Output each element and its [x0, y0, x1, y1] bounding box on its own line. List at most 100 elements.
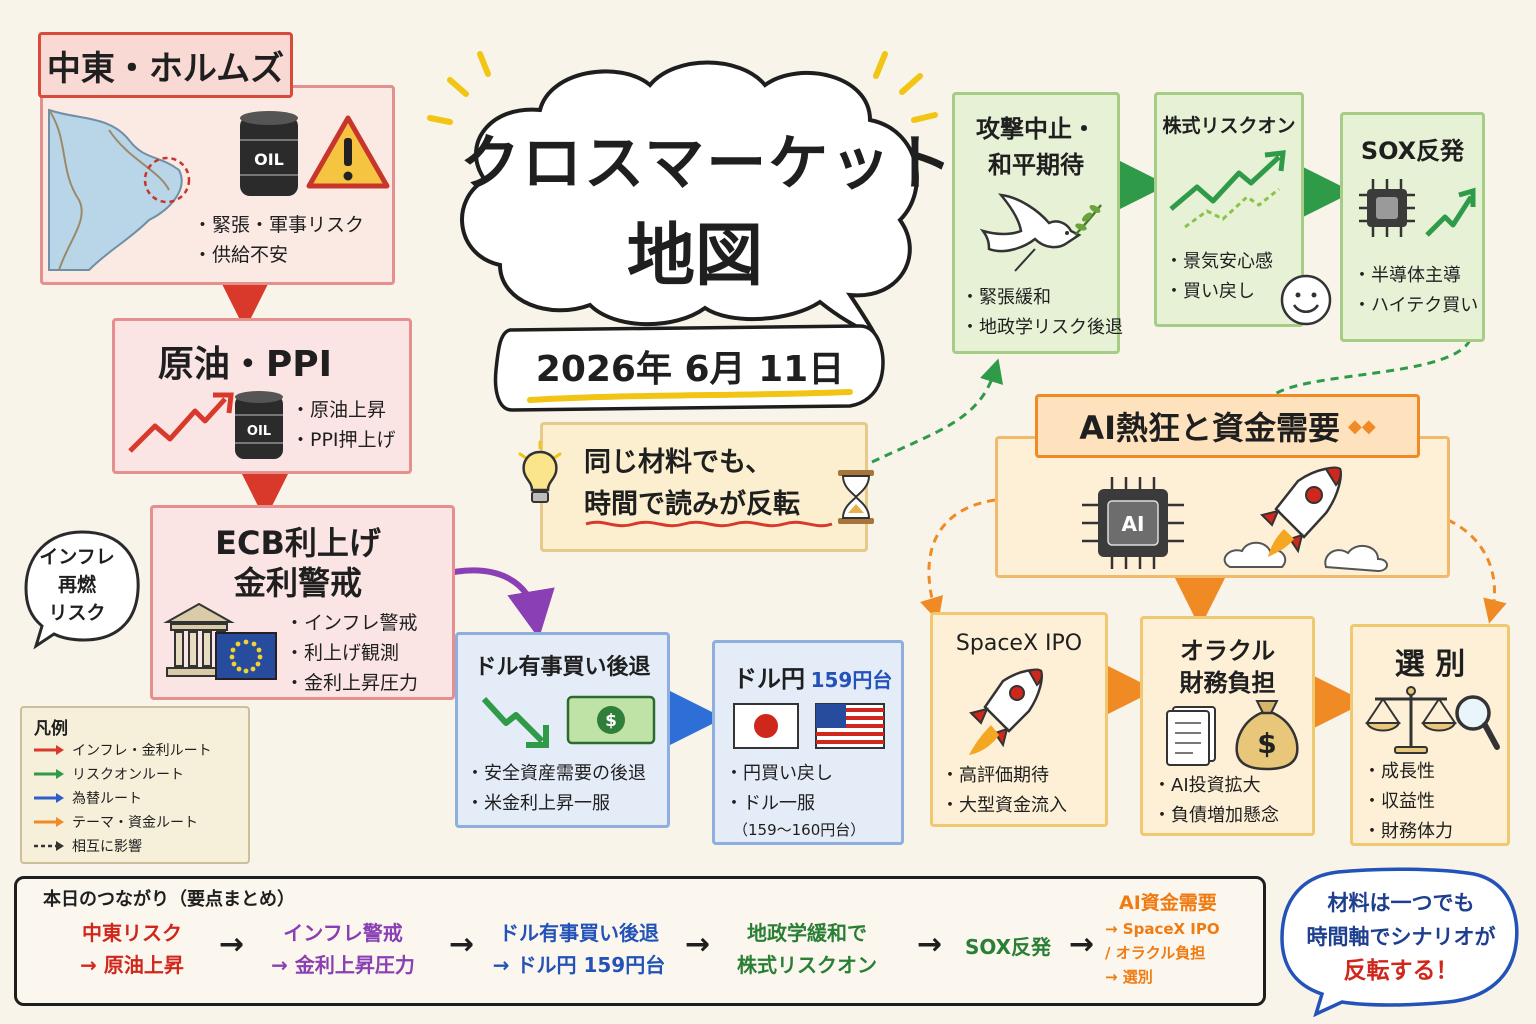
legend-swatch-blue	[34, 793, 64, 803]
document-icon	[1166, 706, 1216, 766]
peace-panel: 攻撃中止・ 和平期待 緊張緩和 地政学リスク後退	[952, 92, 1123, 354]
sox-title: SOX反発	[1360, 137, 1465, 165]
red-underline	[585, 520, 833, 528]
summary-step: 地政学緩和で 株式リスクオン	[717, 917, 897, 981]
summary-step-line: → ドル円 159円台	[492, 953, 666, 977]
conclusion-line: 材料は一つでも	[1327, 891, 1475, 915]
stocks-title: 株式リスクオン	[1162, 115, 1296, 137]
rising-chart-icon	[1169, 150, 1286, 229]
selection-title: 選 別	[1394, 647, 1466, 682]
summary-step: インフレ警戒 → 金利上昇圧力	[253, 917, 433, 981]
sparkle-lines	[427, 51, 938, 125]
mideast-panel: OIL 緊張・軍事リスク 供給不安	[40, 85, 395, 285]
ecb-title-line2: 金利警戒	[233, 564, 362, 602]
bullet: 緊張緩和	[961, 283, 1123, 313]
spacex-title: SpaceX IPO	[955, 631, 1083, 656]
bullet: 買い戻し	[1165, 277, 1273, 307]
summary-arrow: →	[685, 927, 711, 962]
ai-chip-label: AI	[1122, 512, 1145, 536]
magnifier-icon	[1455, 695, 1500, 750]
mideast-bullets: 緊張・軍事リスク 供給不安	[193, 210, 364, 270]
rising-arrow-icon	[128, 392, 234, 453]
legend-panel: 凡例 インフレ・金利ルート リスクオンルート 為替ルート テーマ・資金ルート 相…	[20, 706, 250, 864]
bullet: 緊張・軍事リスク	[193, 210, 364, 240]
conclusion-text: 材料は一つでも 時間軸でシナリオが 反転する！	[1290, 886, 1512, 988]
bubble-line: リスク	[48, 602, 106, 624]
summary-arrow: →	[917, 927, 943, 962]
legend-title: 凡例	[34, 719, 68, 739]
rising-arrow-icon	[1425, 187, 1476, 237]
legend-swatch-red	[34, 745, 64, 755]
semiconductor-chip-icon	[1359, 179, 1415, 237]
summary-step-line: 株式リスクオン	[737, 953, 877, 977]
legend-label: テーマ・資金ルート	[72, 815, 198, 831]
bullet: 負債増加懸念	[1153, 801, 1279, 831]
conclusion-line: 反転する！	[1343, 958, 1459, 984]
main-title-line1: クロスマーケット	[460, 129, 955, 199]
summary-step-line: → 原油上昇	[80, 953, 184, 977]
map-illustration	[48, 108, 191, 271]
bullet: 米金利上昇一服	[466, 789, 646, 819]
legend-label: 為替ルート	[72, 791, 142, 807]
sox-bullets: 半導体主導 ハイテク買い	[1353, 261, 1478, 321]
svg-text:$: $	[1257, 727, 1276, 760]
arrow-ai-to-selection	[1447, 518, 1507, 624]
summary-step-line: → 選別	[1105, 968, 1153, 986]
bullet: 収益性	[1363, 787, 1453, 817]
peace-bullets: 緊張緩和 地政学リスク後退	[961, 283, 1123, 343]
bank-icon	[163, 602, 235, 677]
summary-step-line: インフレ警戒	[283, 921, 403, 945]
selection-bullets: 成長性 収益性 財務体力	[1363, 757, 1453, 847]
ecb-panel: ECB利上げ 金利警戒 インフレ警戒 利上げ観測 金利上昇圧力	[150, 505, 455, 700]
oracle-title-line2: 財務負担	[1179, 669, 1276, 697]
bullet: 利上げ観測	[285, 638, 418, 668]
peace-title-line2: 和平期待	[988, 151, 1084, 179]
ai-title: AI熱狂と資金需要 ◆◆	[1035, 394, 1420, 458]
scale-icon	[1365, 686, 1457, 754]
barrel-label: OIL	[254, 150, 284, 169]
stocks-panel: 株式リスクオン 景気安心感 買い戻し	[1154, 92, 1304, 327]
bullet: 成長性	[1363, 757, 1453, 787]
bullet: 景気安心感	[1165, 247, 1273, 277]
insight-panel	[540, 422, 868, 552]
conclusion-bubble	[1280, 867, 1519, 1018]
summary-title: 本日のつながり（要点まとめ）	[43, 889, 295, 910]
oracle-bullets: AI投資拡大 負債増加懸念	[1153, 771, 1279, 831]
legend-label: リスクオンルート	[72, 767, 184, 783]
usdjpy-panel: ドル円 159円台 円買い戻し ドル一服 （159〜160円台）	[712, 640, 904, 845]
falling-arrow-icon	[481, 696, 549, 748]
dove-icon	[979, 193, 1102, 272]
insight-line2: 時間で読みが反転	[584, 489, 800, 520]
bullet: 円買い戻し	[725, 759, 833, 789]
conclusion-line: 時間軸でシナリオが	[1306, 925, 1496, 949]
summary-arrow: →	[1069, 927, 1095, 962]
barrel-label: OIL	[247, 424, 271, 439]
selection-panel: 選 別 成長性 収益性 財務体力	[1350, 624, 1510, 846]
bullet: 安全資産需要の後退	[466, 759, 646, 789]
legend-item: インフレ・金利ルート	[32, 738, 212, 762]
mideast-title: 中東・ホルムズ	[38, 32, 293, 98]
summary-step-line: SOX反発	[964, 935, 1052, 959]
bullet: ハイテク買い	[1353, 291, 1478, 321]
bullet: 金利上昇圧力	[285, 668, 418, 698]
sparkle-icon: ◆◆	[1348, 415, 1376, 437]
ai-panel: AI	[995, 436, 1450, 578]
spacex-bullets: 高評価期待 大型資金流入	[941, 761, 1067, 821]
legend-swatch-dashed	[34, 841, 64, 851]
hourglass-icon	[838, 470, 874, 524]
legend-item: 相互に影響	[32, 834, 212, 858]
svg-text:$: $	[605, 711, 617, 731]
bullet: 半導体主導	[1353, 261, 1478, 291]
usdjpy-bullets: 円買い戻し ドル一服	[725, 759, 833, 819]
dollar-bill-icon: $	[566, 695, 656, 745]
legend-item: リスクオンルート	[32, 762, 212, 786]
arrow-insight-to-peace	[871, 358, 1004, 464]
bullet: 大型資金流入	[941, 791, 1067, 821]
summary-panel: 本日のつながり（要点まとめ） 中東リスク → 原油上昇 → インフレ警戒 → 金…	[14, 876, 1266, 1006]
lightbulb-icon	[518, 440, 562, 503]
us-flag-icon	[815, 703, 885, 749]
oil-barrel-icon: OIL	[240, 111, 298, 196]
dollar-retreat-title: ドル有事買い後退	[474, 655, 651, 680]
summary-step: 中東リスク → 原油上昇	[57, 917, 207, 981]
